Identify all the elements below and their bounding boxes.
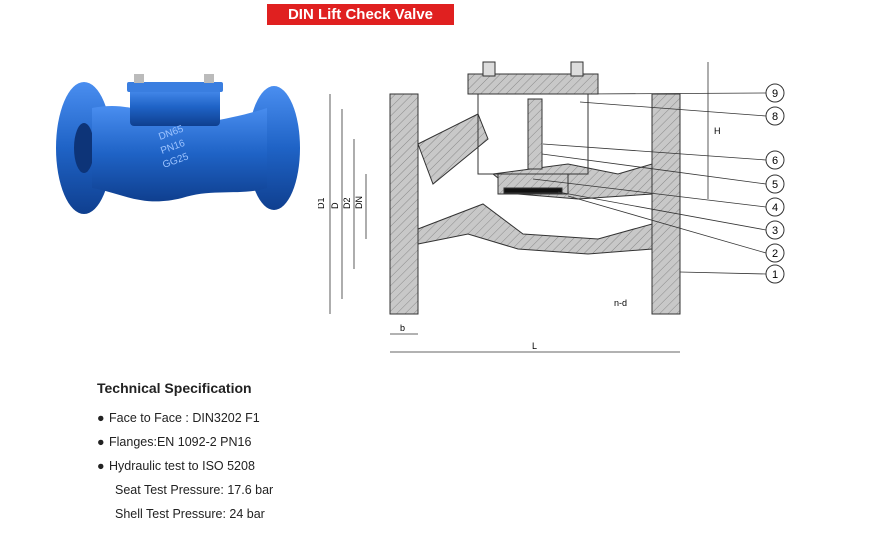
dim-nd: n-d bbox=[614, 298, 627, 308]
callout-leader bbox=[541, 153, 767, 185]
callout-circle bbox=[765, 197, 785, 217]
dim-d2: D2 bbox=[342, 197, 352, 209]
spec-title: Technical Specification bbox=[97, 380, 252, 396]
valve-photo: DN65 PN16 GG25 bbox=[56, 74, 300, 214]
callout-circle bbox=[765, 220, 785, 240]
callout-circle bbox=[765, 174, 785, 194]
bolt bbox=[482, 61, 496, 77]
left-flange bbox=[389, 93, 419, 315]
bonnet-cover bbox=[127, 82, 223, 92]
section-drawing: D1 D D2 DN H b L n-d 9 8 6 5 4 3 2 1 bbox=[318, 61, 785, 353]
callout-circle bbox=[765, 83, 785, 103]
callout-leader bbox=[532, 178, 767, 208]
right-flange bbox=[651, 93, 681, 315]
bonnet bbox=[130, 88, 220, 126]
callout-label: 4 bbox=[772, 202, 778, 214]
dim-dn: DN bbox=[354, 196, 364, 209]
inlet-bore bbox=[74, 123, 94, 173]
callout-leader bbox=[557, 191, 767, 231]
callout-leader bbox=[679, 271, 767, 275]
callout-leader bbox=[567, 195, 767, 254]
callout-label: 8 bbox=[772, 111, 778, 123]
callout-label: 5 bbox=[772, 179, 778, 191]
bullet-icon: ● bbox=[97, 411, 105, 425]
callout-label: 6 bbox=[772, 155, 778, 167]
callout-circle bbox=[765, 243, 785, 263]
body-wall bbox=[417, 203, 653, 255]
bolt bbox=[204, 74, 214, 83]
bonnet bbox=[467, 73, 599, 95]
callout-circle bbox=[765, 264, 785, 284]
dim-d: D bbox=[330, 202, 340, 209]
callout-circle bbox=[765, 106, 785, 126]
dim-l: L bbox=[532, 341, 537, 351]
callout-circle bbox=[765, 150, 785, 170]
bullet-icon: ● bbox=[97, 459, 105, 473]
spec-sub-item: Shell Test Pressure: 24 bar bbox=[115, 507, 265, 521]
spec-sub-item: Seat Test Pressure: 17.6 bar bbox=[115, 483, 274, 497]
dim-d1: D1 bbox=[318, 197, 326, 209]
callout-label: 3 bbox=[772, 225, 778, 237]
body-wall bbox=[417, 113, 489, 185]
spec-item-text: Flanges:EN 1092-2 PN16 bbox=[109, 435, 252, 449]
seat-ring bbox=[503, 187, 563, 194]
bolt bbox=[570, 61, 584, 77]
valve-body bbox=[92, 105, 267, 202]
stem bbox=[527, 98, 543, 170]
dim-b: b bbox=[400, 323, 405, 333]
callout-leader bbox=[582, 92, 767, 95]
technical-specification: Technical Specification ● Face to Face : … bbox=[97, 380, 273, 526]
callout-label: 1 bbox=[772, 269, 778, 281]
callout-label: 2 bbox=[772, 248, 778, 260]
callout-label: 9 bbox=[772, 88, 778, 100]
spec-item: ● Face to Face : DIN3202 F1 bbox=[97, 406, 273, 430]
bullet-icon: ● bbox=[97, 435, 105, 449]
spec-item: ● Hydraulic test to ISO 5208 bbox=[97, 454, 273, 478]
spec-item-text: Hydraulic test to ISO 5208 bbox=[109, 459, 255, 473]
callout-leader bbox=[542, 143, 767, 161]
spec-item: ● Flanges:EN 1092-2 PN16 bbox=[97, 430, 273, 454]
callout-leader bbox=[579, 101, 767, 117]
page-title: DIN Lift Check Valve bbox=[267, 4, 454, 25]
dim-h: H bbox=[714, 126, 721, 136]
bolt bbox=[134, 74, 144, 83]
spec-item-text: Face to Face : DIN3202 F1 bbox=[109, 411, 260, 425]
